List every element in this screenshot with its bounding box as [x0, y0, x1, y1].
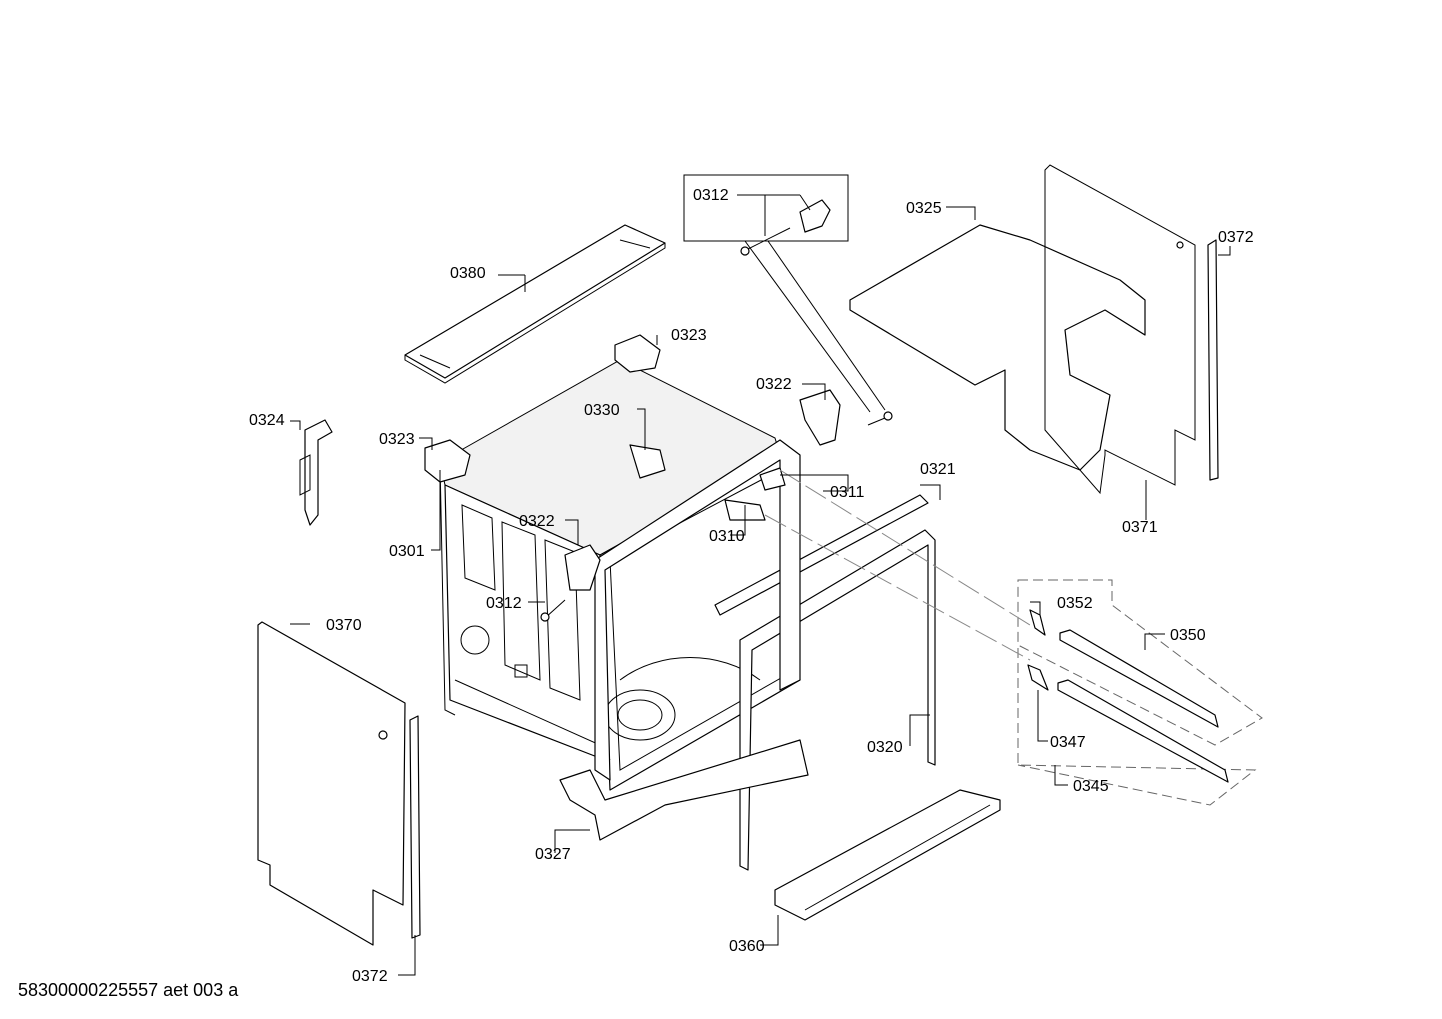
callout-0370: 0370 [326, 617, 362, 634]
callout-0322-right: 0322 [756, 376, 792, 393]
part-screws [540, 411, 893, 622]
document-id: 58300000225557 aet 003 a [18, 980, 239, 1000]
callout-0312-inset: 0312 [693, 187, 729, 204]
callout-0360: 0360 [729, 938, 765, 955]
part-0325-insulation [849, 224, 1146, 471]
part-0327-base-front [559, 739, 809, 841]
part-0321-0320-seals [594, 439, 936, 871]
callout-0380: 0380 [450, 265, 486, 282]
part-0371-back-panel [1044, 164, 1196, 495]
leader-lines [290, 206, 1231, 976]
part-0360-toe-kick [774, 789, 1001, 921]
callout-0312-main: 0312 [486, 595, 522, 612]
callout-0371: 0371 [1122, 519, 1158, 536]
part-0370-side-panel [257, 621, 406, 946]
callout-0330: 0330 [584, 402, 620, 419]
callout-0311: 0311 [830, 484, 865, 501]
callout-0350: 0350 [1170, 627, 1206, 644]
part-0372-right-strip [1207, 239, 1219, 481]
part-0372-left-strip [409, 715, 421, 939]
assembly-lines [764, 469, 1031, 661]
callout-0372-left: 0372 [352, 968, 388, 985]
part-0324-bracket [299, 419, 333, 526]
callout-0324: 0324 [249, 412, 285, 429]
callout-0310: 0310 [709, 528, 745, 545]
inset-detail-0312 [683, 174, 886, 413]
callout-0325: 0325 [906, 200, 942, 217]
callout-0323-left: 0323 [379, 431, 415, 448]
callout-0320: 0320 [867, 739, 903, 756]
callout-0323-top: 0323 [671, 327, 707, 344]
callout-0301: 0301 [389, 543, 425, 560]
callout-0327: 0327 [535, 846, 571, 863]
callout-0321: 0321 [920, 461, 956, 478]
part-0380-top-panel [404, 224, 666, 384]
callout-labels: 0312 0325 0372 0380 0323 0322 0324 0330 … [249, 187, 1254, 985]
callout-0345: 0345 [1073, 778, 1109, 795]
part-0350-0345-rails [1017, 579, 1263, 806]
callout-0347: 0347 [1050, 734, 1086, 751]
callout-0322-left: 0322 [519, 513, 555, 530]
callout-0372-right: 0372 [1218, 229, 1254, 246]
callout-0352: 0352 [1057, 595, 1093, 612]
